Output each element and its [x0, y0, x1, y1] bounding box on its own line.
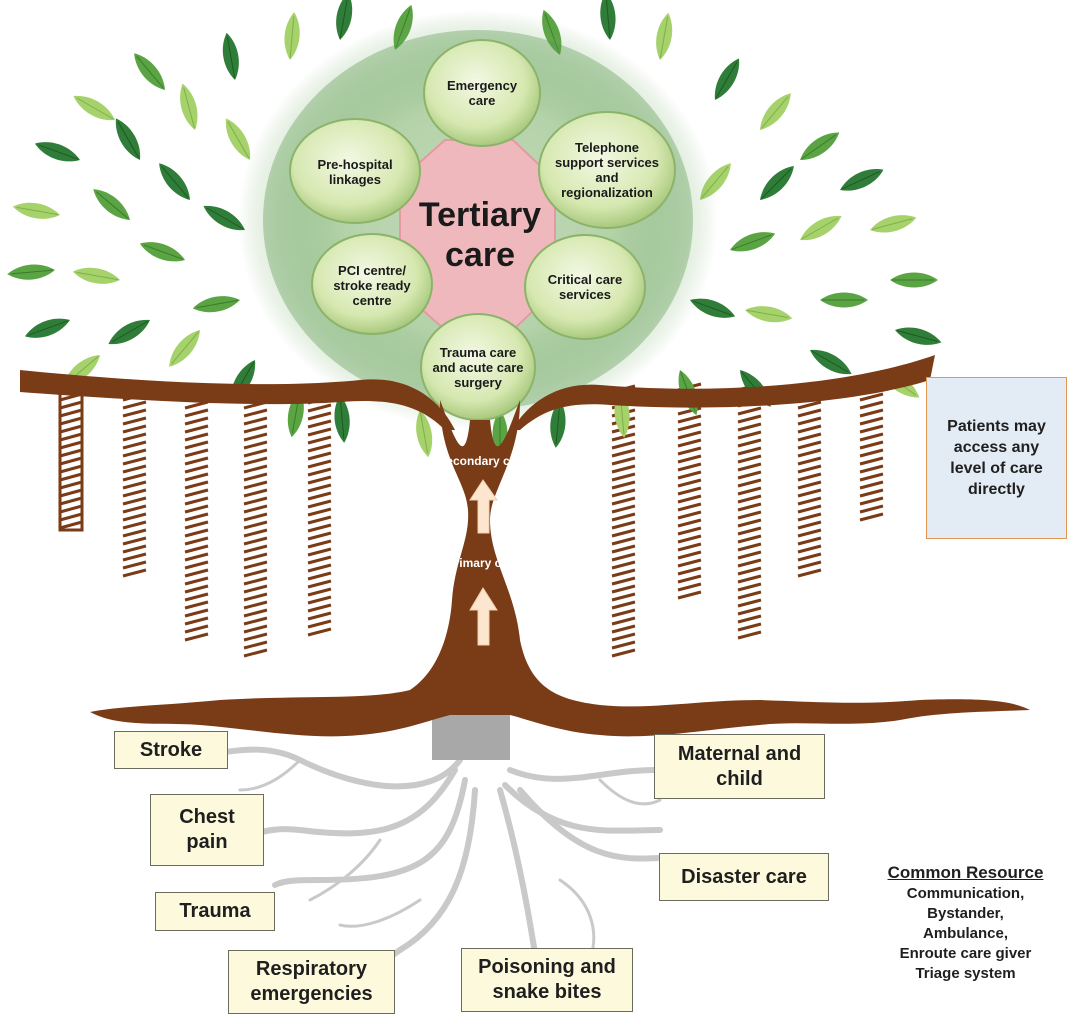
- root-box-stroke: Stroke: [114, 731, 228, 769]
- root-box-trauma: Trauma: [155, 892, 275, 931]
- service-ovals: [289, 39, 676, 421]
- trunk: [20, 355, 1030, 737]
- tertiary-care-label: Tertiary care: [418, 196, 542, 274]
- oval-telephone-support: Telephone support services and regionali…: [554, 140, 660, 200]
- root-box-chest-pain: Chest pain: [150, 794, 264, 866]
- secondary-care-label: Secondary care: [438, 454, 528, 468]
- root-box-poisoning: Poisoning and snake bites: [461, 948, 633, 1012]
- root-box-maternal: Maternal and child: [654, 734, 825, 799]
- arrow-up-icon: [469, 587, 498, 646]
- arrow-up-icon: [469, 479, 498, 534]
- root-box-respiratory: Respiratory emergencies: [228, 950, 395, 1014]
- common-resources: Common Resource Communication, Bystander…: [864, 862, 1067, 984]
- upward-arrows: [469, 479, 498, 646]
- root-box-disaster: Disaster care: [659, 853, 829, 901]
- common-resources-items: Communication, Bystander, Ambulance, Enr…: [899, 885, 1032, 982]
- patients-access-note: Patients may access any level of care di…: [926, 377, 1067, 539]
- oval-pre-hospital: Pre-hospital linkages: [317, 157, 393, 187]
- oval-trauma-care: Trauma care and acute care surgery: [432, 345, 524, 390]
- oval-emergency-care: Emergency care: [446, 78, 518, 108]
- oval-critical-care: Critical care services: [547, 272, 623, 302]
- hanging-roots: [58, 382, 884, 658]
- primary-care-label: Primary care: [446, 556, 520, 570]
- oval-pci-centre: PCI centre/ stroke ready centre: [333, 262, 411, 308]
- roots: [222, 746, 663, 988]
- common-resources-title: Common Resource: [887, 863, 1044, 882]
